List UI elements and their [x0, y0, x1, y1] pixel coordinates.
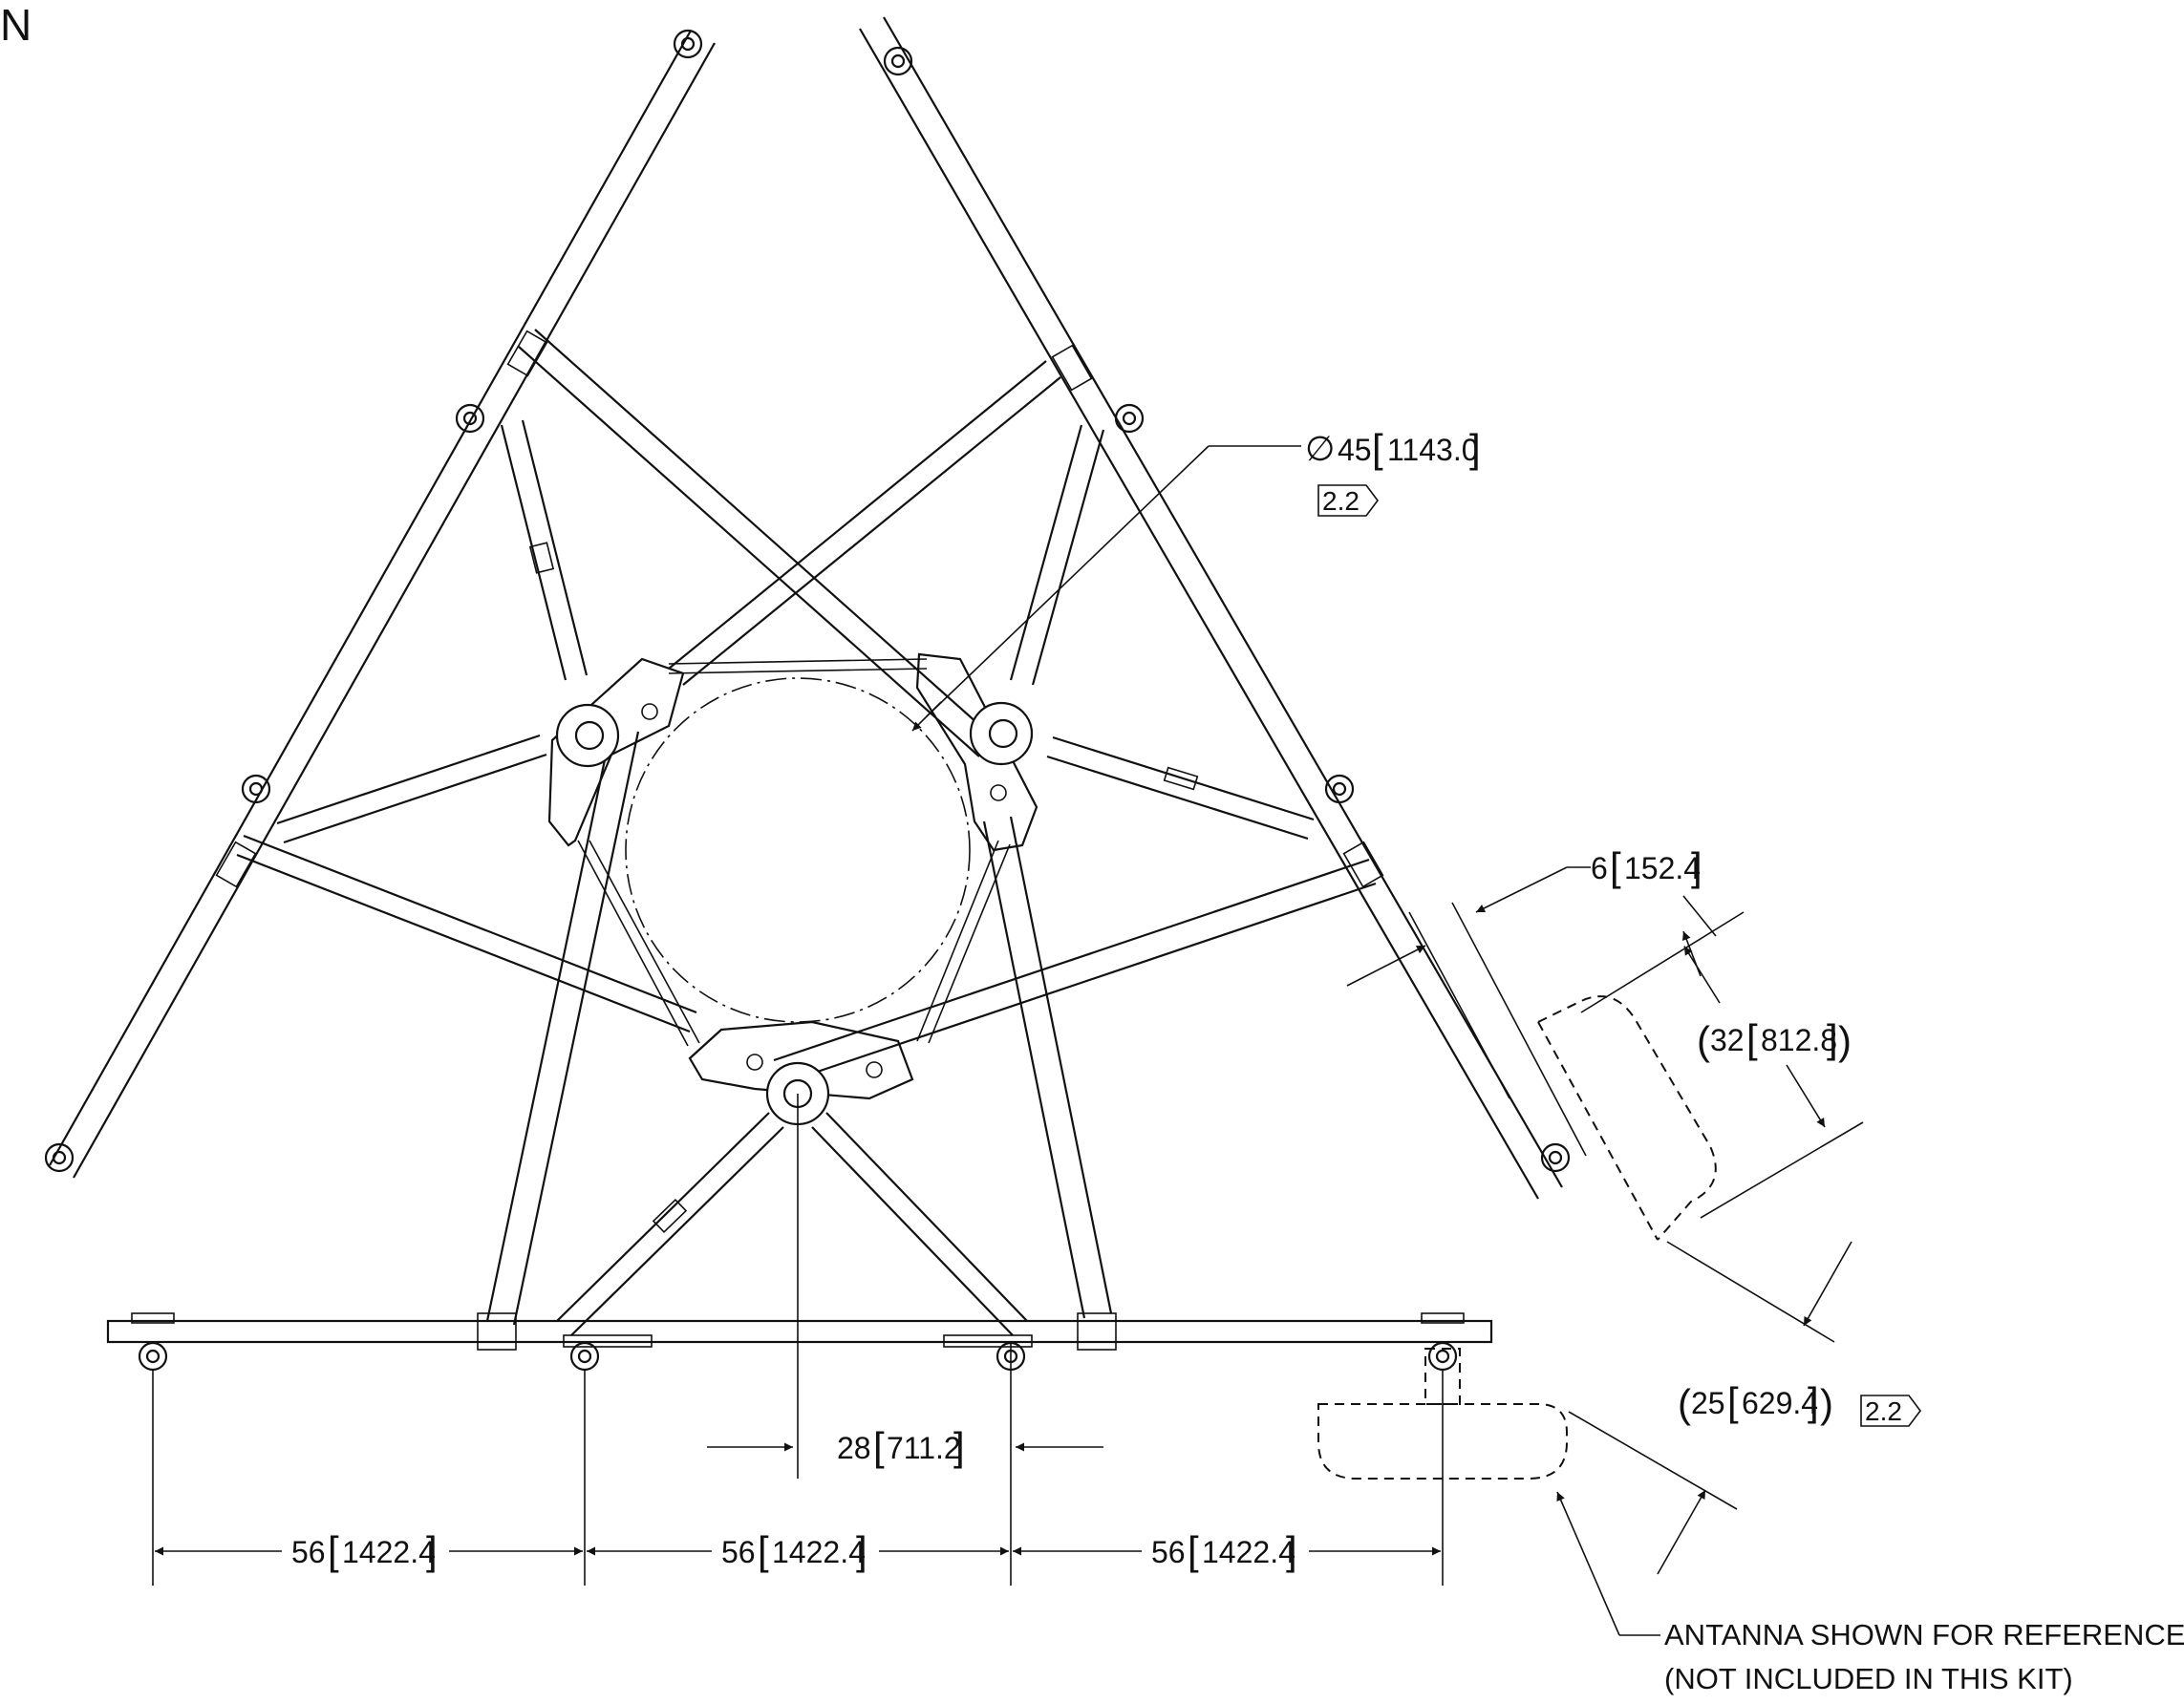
spacing-in-3: 56: [1151, 1535, 1186, 1569]
svg-text:[: [: [1610, 844, 1621, 889]
spacing-in-2: 56: [721, 1535, 756, 1569]
antenna-depth-mm: 629.4: [1742, 1386, 1818, 1420]
spacing-dimensions: 56 [ 1422.4 ] 56 [ 1422.4 ] 56 [ 1422.4 …: [152, 1342, 1444, 1586]
svg-text:]: ]: [953, 1424, 965, 1469]
svg-text:]: ]: [426, 1528, 438, 1573]
hub-right: [969, 701, 1034, 766]
cross-brace-long-3: [236, 834, 697, 1033]
spacing-mm-3: 1422.4: [1202, 1535, 1295, 1569]
center-in: 28: [837, 1431, 871, 1465]
svg-text:]: ]: [1808, 1379, 1819, 1424]
hub-left: [555, 703, 620, 768]
offset-in: 6: [1591, 851, 1608, 885]
diameter-in: 45: [1338, 433, 1372, 467]
offset-mm: 152.4: [1624, 851, 1701, 885]
offset-dimension: 6 [ 152.4 ]: [1346, 844, 1702, 1157]
svg-text:]: ]: [856, 1528, 867, 1573]
diameter-mm: 1143.0: [1387, 433, 1479, 467]
antenna-note: 2.2: [1865, 1396, 1902, 1426]
antenna-height-in: 32: [1710, 1023, 1745, 1057]
svg-text:(: (: [1678, 1381, 1691, 1426]
antenna-height-mm: 812.8: [1761, 1023, 1837, 1057]
outer-arm-bottom: [106, 1319, 1493, 1344]
diameter-symbol: ∅: [1305, 429, 1335, 468]
antenna-height-dimension: ( 32 [ 812.8 ] ): [1580, 895, 1864, 1219]
svg-text:[: [: [1372, 426, 1383, 471]
cross-brace-long-5: [485, 727, 640, 1326]
center-mm: 711.2: [887, 1431, 961, 1465]
spacing-mm-2: 1422.4: [772, 1535, 866, 1569]
svg-text:]: ]: [1691, 844, 1702, 889]
center-dimension: 28 [ 711.2 ]: [707, 1094, 1103, 1479]
cross-brace-long-2: [668, 360, 1061, 686]
outer-arm-upper-left: [49, 30, 716, 1179]
center-bracket-plates: [547, 652, 1038, 1100]
antenna-reference-outlines: [1317, 995, 1717, 1480]
svg-text:(: (: [1697, 1018, 1710, 1063]
diameter-note: 2.2: [1322, 486, 1360, 516]
note-line-1: ANTANNA SHOWN FOR REFERENCE: [1664, 1618, 2184, 1651]
diameter-dimension: ∅ 45 [ 1143.0 ] 2.2: [911, 426, 1481, 732]
svg-text:[: [: [873, 1424, 885, 1469]
note-line-2: (NOT INCLUDED IN THIS KIT): [1664, 1662, 2073, 1695]
view-letter: N: [0, 0, 32, 50]
strut-bottom-left: [556, 1112, 784, 1336]
svg-text:]: ]: [1827, 1016, 1838, 1061]
strut-right-lower: [1046, 735, 1315, 841]
antenna-depth-dimension: ( 25 [ 629.4 ] ) 2.2: [1568, 1241, 1921, 1575]
antenna-depth-in: 25: [1691, 1386, 1725, 1420]
svg-text:]: ]: [1469, 426, 1481, 471]
svg-text:[: [: [1746, 1016, 1758, 1061]
strut-right-upper: [1009, 424, 1105, 686]
svg-text:): ): [1820, 1381, 1833, 1426]
svg-text:]: ]: [1286, 1528, 1297, 1573]
cross-brace-long-1: [518, 329, 996, 757]
reference-note: ANTANNA SHOWN FOR REFERENCE (NOT INCLUDE…: [1556, 1491, 2184, 1695]
spacing-in-1: 56: [291, 1535, 326, 1569]
cross-brace-long-6: [982, 816, 1113, 1319]
svg-text:[: [: [328, 1528, 339, 1573]
outer-arm-upper-right: [859, 16, 1563, 1200]
arm-clamps: [44, 29, 1571, 1173]
svg-text:[: [: [758, 1528, 769, 1573]
pipe-reference-circle: [625, 677, 971, 1023]
svg-text:[: [: [1188, 1528, 1199, 1573]
mount-structure: [44, 16, 1571, 1372]
diameter-note-flag: 2.2: [1317, 484, 1379, 517]
cross-brace-long-4: [773, 858, 1377, 1086]
spacing-mm-1: 1422.4: [342, 1535, 436, 1569]
svg-text:): ): [1838, 1018, 1852, 1063]
antenna-note-flag: 2.2: [1860, 1395, 1921, 1427]
strut-bottom-right: [811, 1112, 1028, 1336]
strut-left-upper: [500, 419, 589, 681]
svg-text:[: [: [1727, 1379, 1739, 1424]
strut-left-lower: [276, 734, 547, 844]
